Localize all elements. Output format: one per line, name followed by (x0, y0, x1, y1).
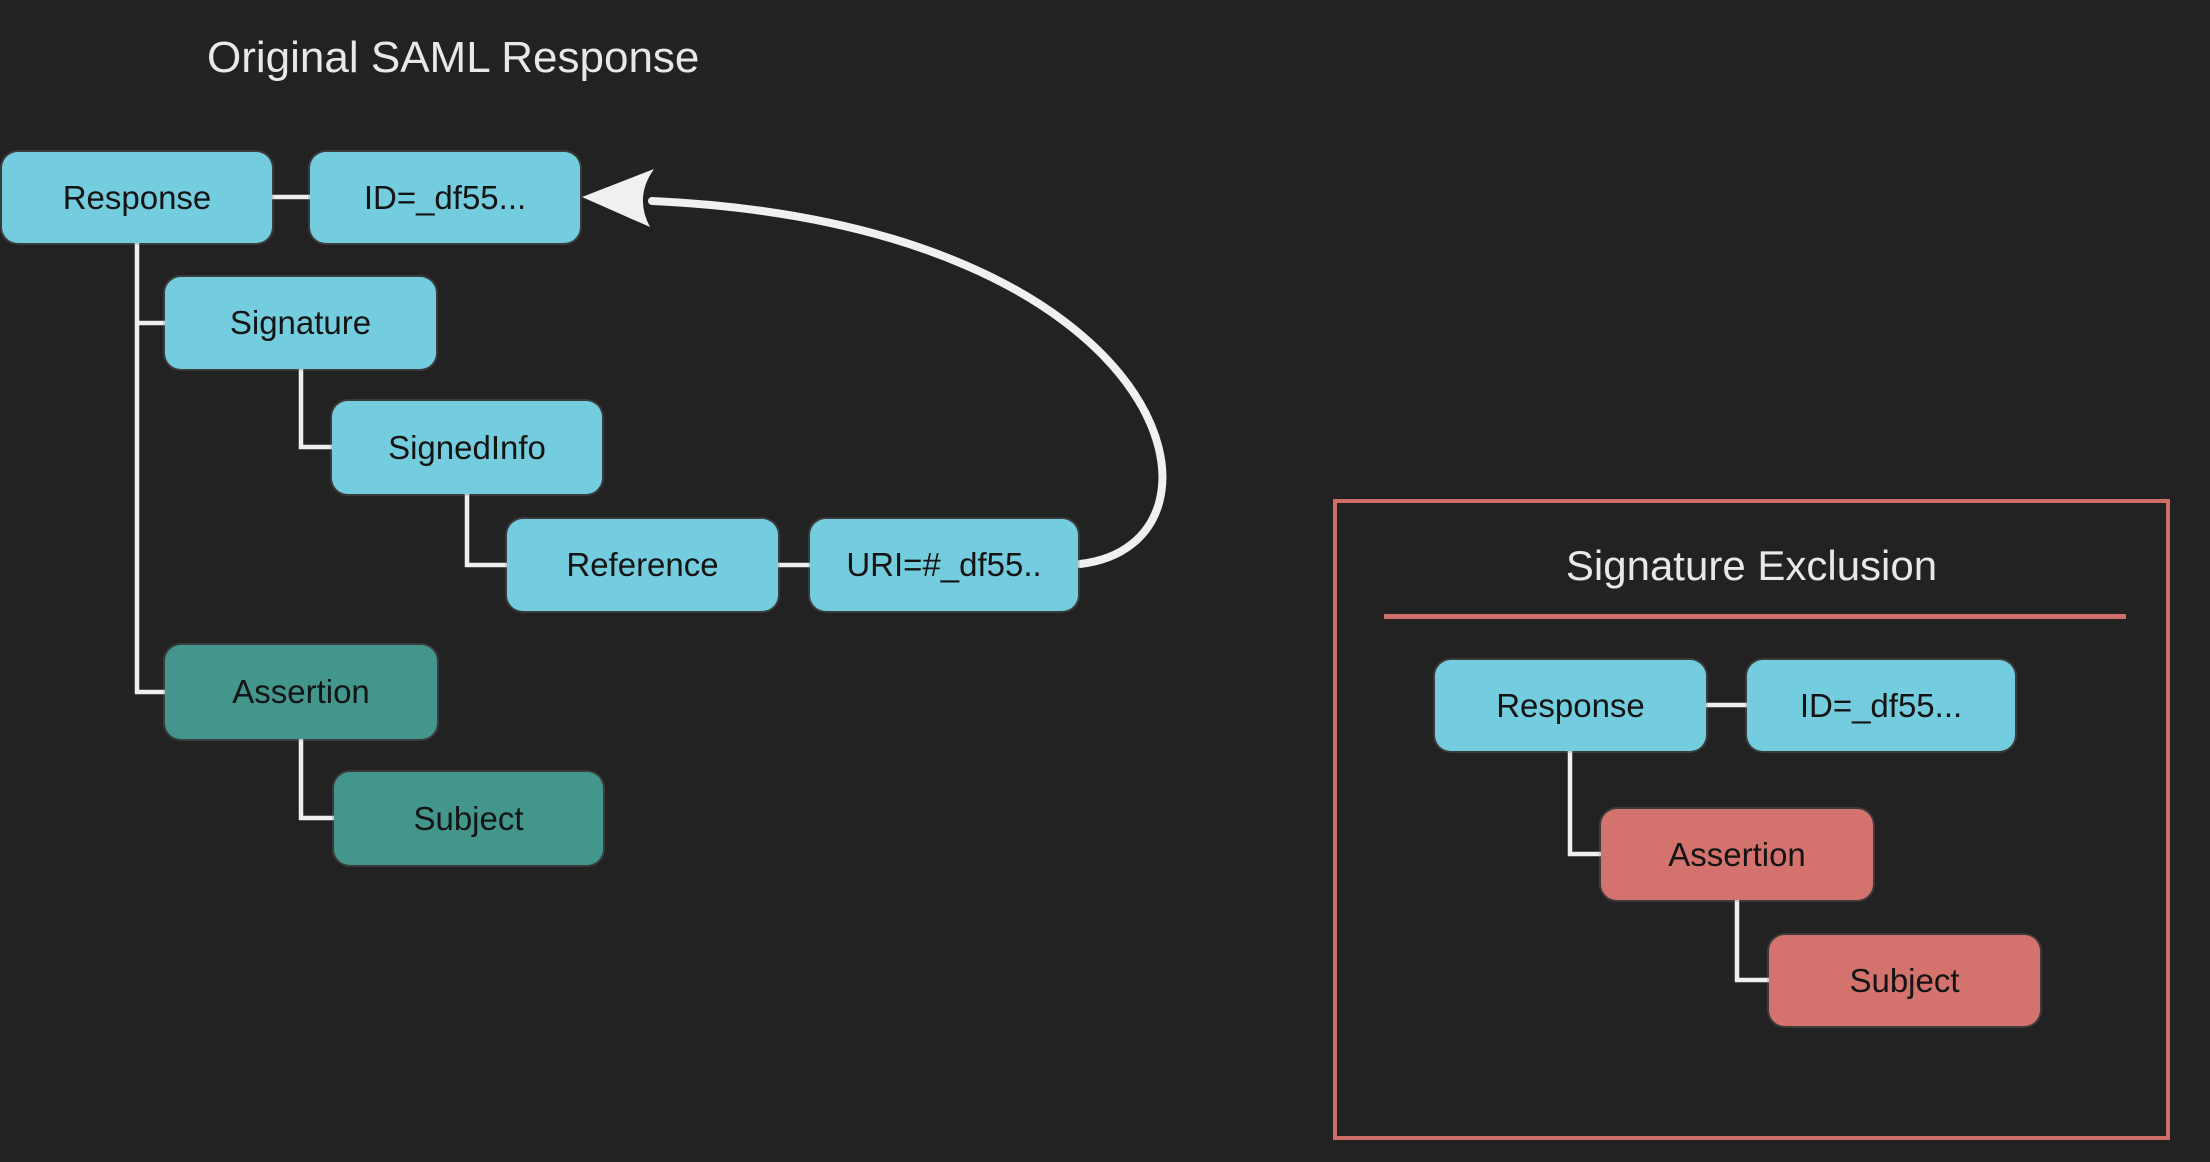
node-assertion-label: Assertion (232, 673, 370, 710)
edge-assertion-subject (298, 739, 334, 821)
node-right-subject: Subject (1769, 935, 2040, 1026)
node-signedinfo: SignedInfo (332, 401, 602, 494)
node-subject-label: Subject (413, 799, 524, 837)
signature-exclusion-box: Signature Exclusion (1333, 499, 2170, 1140)
edge-response-assertion (134, 243, 165, 695)
node-right-id-attribute: ID=_df55... (1747, 660, 2015, 751)
node-reference-label: Reference (566, 546, 719, 583)
node-right-id-label: ID=_df55... (1799, 686, 1963, 724)
node-reference: Reference (507, 519, 778, 611)
node-signature-label: Signature (229, 304, 372, 341)
node-right-assertion: Assertion (1601, 809, 1873, 900)
node-response: Response (2, 152, 272, 243)
node-right-subject-label: Subject (1849, 961, 1960, 999)
node-signature: Signature (165, 277, 436, 369)
node-uri-label: URI=#_df55.. (846, 546, 1042, 583)
exclusion-title-underline (1384, 614, 2126, 619)
uri-to-id-arrow-shaft (648, 197, 1167, 568)
node-assertion: Assertion (165, 645, 437, 739)
exclusion-box-title: Signature Exclusion (1565, 542, 1938, 589)
edge-signedinfo-reference (464, 494, 507, 568)
node-right-response-label: Response (1496, 686, 1645, 724)
edge-signature-signedinfo (298, 369, 332, 450)
left-diagram-title: Original SAML Response (207, 33, 700, 82)
node-id-label: ID=_df55... (363, 178, 527, 216)
node-right-assertion-label: Assertion (1668, 835, 1806, 873)
uri-to-id-arrowhead-icon (582, 169, 654, 227)
node-uri-attribute: URI=#_df55.. (810, 519, 1078, 611)
node-id-attribute: ID=_df55... (310, 152, 580, 243)
node-response-label: Response (62, 178, 212, 216)
node-right-response: Response (1435, 660, 1706, 751)
node-subject: Subject (334, 772, 603, 865)
node-signedinfo-label: SignedInfo (388, 428, 546, 466)
